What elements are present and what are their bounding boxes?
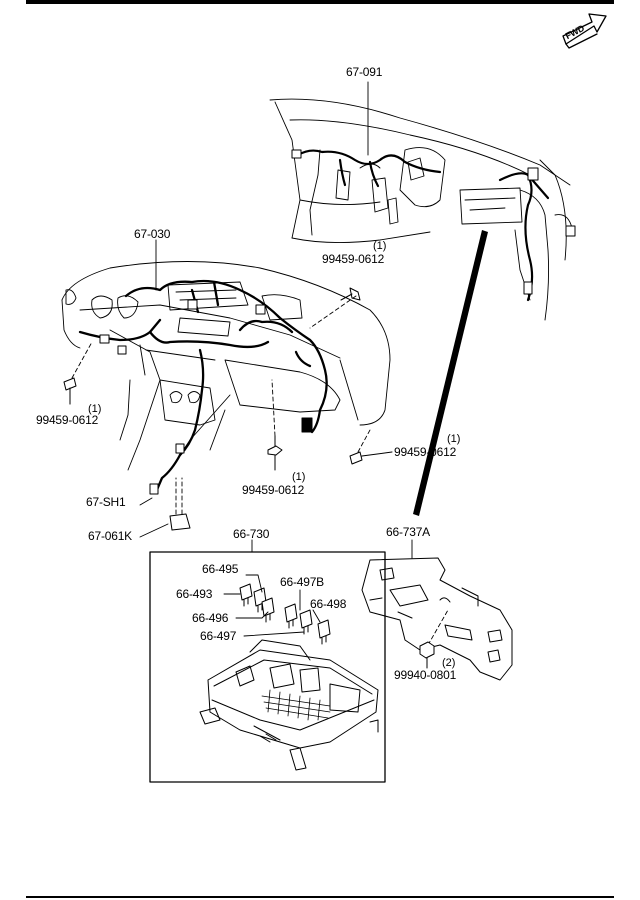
part-label-99459-0612: 99459-0612	[394, 445, 457, 459]
part-label-66-497b: 66-497B	[280, 575, 324, 589]
part-label-66-496: 66-496	[192, 611, 229, 625]
quantity-label: (1)	[373, 240, 387, 252]
harness-67-030	[78, 279, 328, 494]
fuse-leaders	[223, 574, 321, 637]
part-label-99459-0612: 99459-0612	[242, 483, 305, 497]
fuse-icons	[239, 583, 331, 645]
top-rule	[26, 0, 614, 4]
part-label-67-091: 67-091	[346, 65, 383, 79]
quantity-label: (2)	[442, 657, 456, 669]
nut-leader-dashed	[427, 609, 449, 646]
part-label-99459-0612: 99459-0612	[322, 252, 385, 266]
harness-67-091	[296, 149, 550, 302]
bolt-leader-dashed	[271, 379, 276, 437]
detail-box-66-730	[149, 551, 386, 783]
nut-icon	[419, 641, 435, 669]
part-label-67-030: 67-030	[134, 227, 171, 241]
part-label-99459-0612: 99459-0612	[36, 413, 99, 427]
bolt-icon	[349, 451, 393, 465]
bolt-icon	[63, 377, 77, 405]
connectors-67-091	[291, 149, 576, 295]
part-label-67-sh1: 67-SH1	[86, 495, 126, 509]
part-label-66-497: 66-497	[200, 629, 237, 643]
bracket-66-737a	[361, 557, 513, 681]
steering-column-sketch	[309, 149, 399, 236]
label-leaders	[69, 81, 369, 538]
bolt-icon	[340, 287, 361, 301]
fwd-arrow-icon	[562, 13, 607, 49]
part-label-67-061k: 67-061K	[88, 529, 132, 543]
part-label-66-730: 66-730	[233, 527, 270, 541]
bolt-leader-dashed	[309, 295, 357, 329]
plate-leader-dashed	[175, 477, 183, 515]
part-label-66-495: 66-495	[202, 562, 239, 576]
instrument-panel-outline	[61, 261, 391, 471]
junction-block-terminals	[261, 689, 331, 721]
bottom-rule	[26, 896, 614, 898]
plate-67-061k	[169, 513, 191, 531]
junction-block-66-730	[199, 639, 379, 771]
quantity-label: (1)	[292, 471, 306, 483]
part-label-66-737a: 66-737A	[386, 525, 430, 539]
quantity-label: (1)	[88, 403, 102, 415]
cowl-panel-outline	[269, 98, 573, 321]
connectors-67-030	[99, 299, 313, 495]
part-label-99940-0801: 99940-0801	[394, 668, 457, 682]
junction-leader	[413, 230, 488, 516]
bolt-leader-dashed	[71, 341, 93, 379]
bolt-leader-dashed	[357, 429, 371, 453]
bolt-icon	[267, 435, 283, 471]
part-label-66-498: 66-498	[310, 597, 347, 611]
part-label-66-493: 66-493	[176, 587, 213, 601]
quantity-label: (1)	[447, 433, 461, 445]
